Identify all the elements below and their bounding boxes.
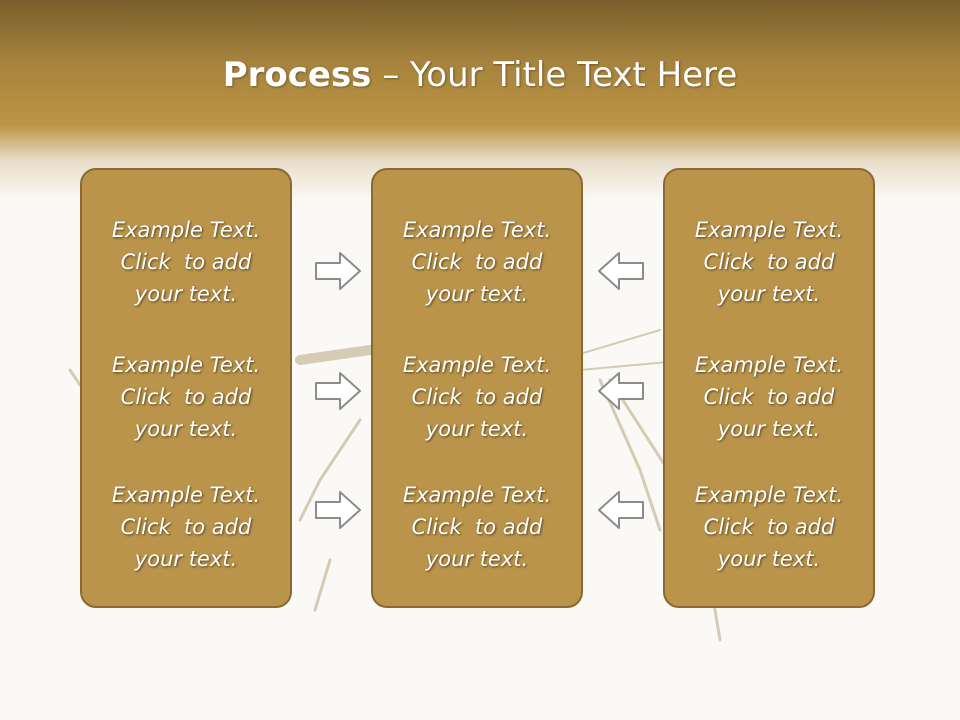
header-band — [0, 0, 960, 200]
box-text[interactable]: Example Text. Click to add your text. — [694, 218, 844, 306]
box-text[interactable]: Example Text. Click to add your text. — [694, 483, 844, 571]
box-text[interactable]: Example Text. Click to add your text. — [111, 353, 261, 441]
box-text[interactable]: Example Text. Click to add your text. — [111, 483, 261, 571]
arrow-left-icon — [598, 491, 644, 529]
box-text[interactable]: Example Text. Click to add your text. — [694, 353, 844, 441]
title-bold: Process — [222, 55, 372, 95]
process-box-left[interactable]: Example Text. Click to add your text. Ex… — [80, 168, 292, 608]
arrow-right-icon — [315, 491, 361, 529]
box-text[interactable]: Example Text. Click to add your text. — [402, 353, 552, 441]
process-box-center[interactable]: Example Text. Click to add your text. Ex… — [371, 168, 583, 608]
arrow-left-icon — [598, 252, 644, 290]
box-text[interactable]: Example Text. Click to add your text. — [111, 218, 261, 306]
arrow-right-icon — [315, 372, 361, 410]
box-text[interactable]: Example Text. Click to add your text. — [402, 218, 552, 306]
box-text[interactable]: Example Text. Click to add your text. — [402, 483, 552, 571]
arrow-right-icon — [315, 252, 361, 290]
arrow-left-icon — [598, 372, 644, 410]
title-rest: – Your Title Text Here — [371, 55, 738, 95]
process-box-right[interactable]: Example Text. Click to add your text. Ex… — [663, 168, 875, 608]
slide-title[interactable]: Process – Your Title Text Here — [0, 52, 960, 98]
